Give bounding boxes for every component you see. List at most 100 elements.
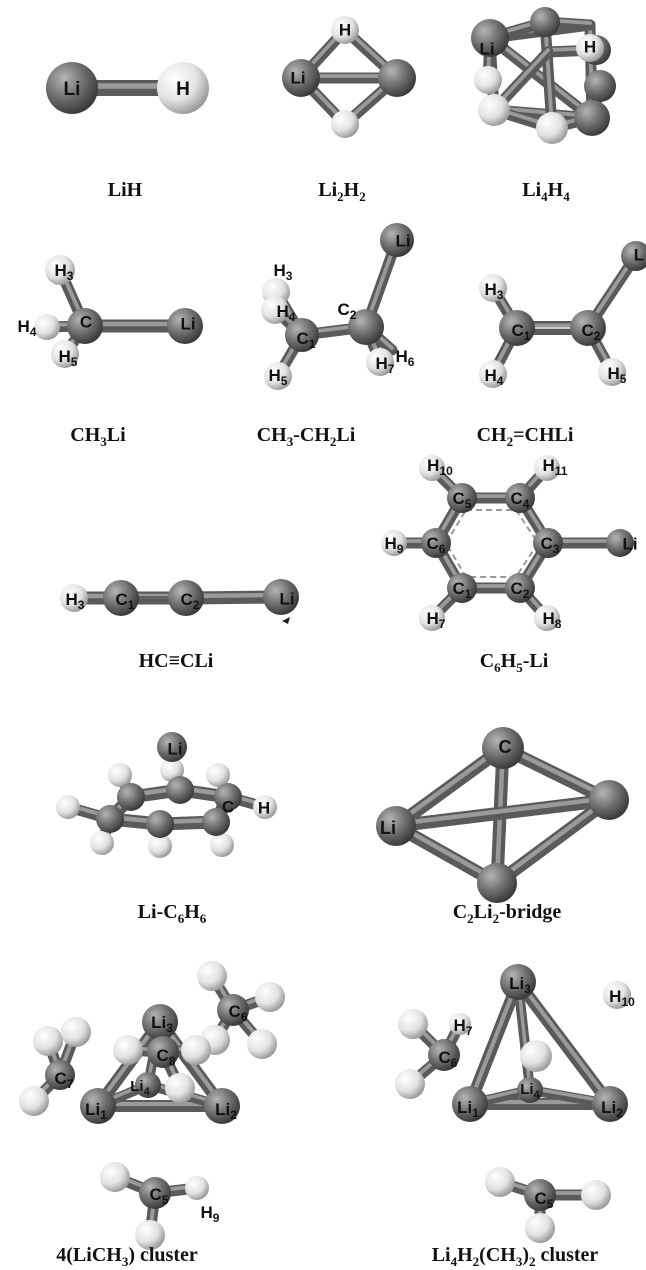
h-atom <box>210 833 234 857</box>
c-atom <box>67 308 103 344</box>
h-atom <box>253 795 277 819</box>
c-atom <box>168 580 204 616</box>
atom-label: H <box>176 79 190 100</box>
h-atom <box>449 1013 471 1035</box>
atom-label: Li3 <box>509 974 531 996</box>
caption-c2h5li: CH3-CH2Li <box>256 424 356 449</box>
h-atom <box>479 274 507 302</box>
atom-label: C6 <box>439 1048 458 1070</box>
h-atom <box>113 1035 143 1065</box>
caption-c6h5li: C6H5-Li <box>479 650 549 675</box>
atom-label: C3 <box>541 534 560 556</box>
atom-label: Li2 <box>215 1100 237 1122</box>
atom-label: Li <box>380 818 396 838</box>
h-atom <box>581 1180 611 1210</box>
atom-label: Li4 <box>520 1081 540 1101</box>
h-atom <box>419 455 445 481</box>
li-atom <box>80 1088 116 1124</box>
atom-label: Li <box>395 231 410 250</box>
atom-label: H11 <box>543 456 568 478</box>
c-atom <box>570 310 606 346</box>
atom-label: C <box>222 797 234 816</box>
c-atom <box>147 1036 179 1068</box>
c-atom <box>499 310 535 346</box>
atom-label: Li <box>279 589 294 608</box>
h-atom <box>520 1040 552 1072</box>
atom-label: H <box>258 798 270 817</box>
li-atom <box>167 308 203 344</box>
atom-label: H8 <box>543 609 562 631</box>
atom-label: H9 <box>385 534 404 556</box>
h-atom <box>598 358 626 386</box>
h-atom <box>398 1009 428 1039</box>
h-atom <box>474 66 502 94</box>
h-atom <box>185 1176 209 1200</box>
atom-label: Li <box>167 739 182 758</box>
h-atom <box>381 530 407 556</box>
li-atom <box>452 1086 488 1122</box>
c-atom <box>447 573 477 603</box>
atom-label: C8 <box>157 1046 176 1068</box>
h-atom <box>478 94 510 126</box>
atom-label: C6 <box>427 534 446 556</box>
h-atom <box>51 340 79 368</box>
c-atom <box>482 727 524 769</box>
li-atom <box>378 59 416 97</box>
caption-ch3li: CH3Li <box>70 424 126 449</box>
h-atom <box>534 605 560 631</box>
h-atom <box>261 296 289 324</box>
c-atom <box>202 808 230 836</box>
h-atom <box>419 605 445 631</box>
h-atom <box>135 1220 165 1250</box>
atom-label: H6 <box>396 347 415 369</box>
h-atom <box>331 16 359 44</box>
c-atom <box>505 573 535 603</box>
h-atom <box>56 795 80 819</box>
h-atom <box>525 1213 555 1243</box>
h-atom <box>45 255 75 285</box>
h-atom <box>108 763 132 787</box>
li-atom <box>621 241 646 271</box>
atom-label: C2 <box>582 321 601 343</box>
b-shine <box>543 18 554 128</box>
atom-label: C2 <box>181 590 200 612</box>
b-shine <box>467 977 521 1105</box>
h-atom <box>181 1035 211 1065</box>
h-atom <box>33 1026 63 1056</box>
atom-label: C4 <box>511 489 530 511</box>
li-atom <box>157 732 187 762</box>
h-atom <box>157 62 209 114</box>
atom-label: H3 <box>55 261 74 283</box>
li-atom <box>574 100 610 136</box>
atom-label: H9 <box>201 1203 220 1225</box>
atom-label: H7 <box>454 1016 473 1038</box>
b-shine <box>488 34 594 118</box>
h-atom <box>34 314 60 340</box>
li-atom <box>376 806 416 846</box>
atom-label: C5 <box>453 489 472 511</box>
li-atom <box>471 19 509 57</box>
c-atom <box>146 810 174 838</box>
h-atom <box>61 1017 91 1047</box>
h-atom <box>206 763 230 787</box>
h-atom <box>534 455 560 481</box>
caption-c2li2: C2Li2-bridge <box>452 901 562 926</box>
atom-label: Li1 <box>457 1098 479 1120</box>
atom-label: H4 <box>277 302 296 324</box>
atom-label: Li <box>622 534 637 553</box>
caption-lih: LiH <box>107 179 143 201</box>
c-atom <box>166 776 194 804</box>
c-atom <box>524 1179 556 1211</box>
atom-label: C <box>499 737 512 757</box>
li-atom <box>606 529 634 557</box>
atom-label: H <box>584 37 596 56</box>
atom-label: Li1 <box>85 1100 107 1122</box>
atom-label: H7 <box>427 609 446 631</box>
li-atom <box>282 59 320 97</box>
atom-label: H7 <box>376 354 395 376</box>
atom-label: H4 <box>485 366 504 388</box>
caption-lic6h6: Li-C6H6 <box>137 901 207 926</box>
c-atom <box>217 994 249 1026</box>
li-atom <box>500 964 536 1000</box>
caption-c2h3li: CH2=CHLi <box>476 424 574 449</box>
